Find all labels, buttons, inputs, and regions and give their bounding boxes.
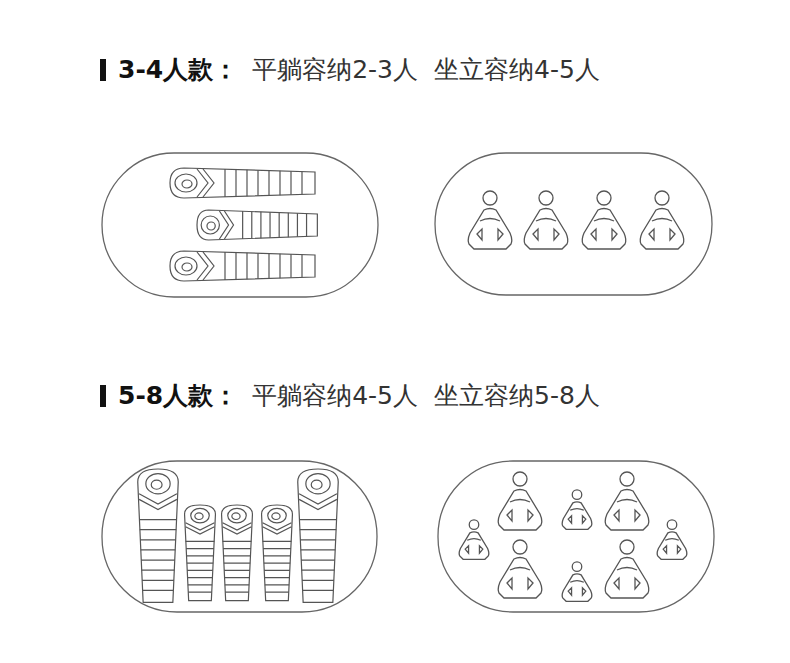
capacity-note: 坐立容纳5-8人	[434, 381, 600, 411]
heading-bar	[100, 385, 106, 407]
capacity-note: 平躺容纳2-3人	[252, 55, 418, 85]
section-heading: 5-8人款： 平躺容纳4-5人坐立容纳5-8人	[100, 381, 616, 411]
capacity-note: 坐立容纳4-5人	[434, 55, 600, 85]
heading-bar	[100, 59, 106, 81]
capacity-note: 平躺容纳4-5人	[252, 381, 418, 411]
model-name: 3-4人款：	[118, 55, 238, 85]
model-name: 5-8人款：	[118, 381, 238, 411]
section-heading: 3-4人款： 平躺容纳2-3人坐立容纳4-5人	[100, 55, 616, 85]
